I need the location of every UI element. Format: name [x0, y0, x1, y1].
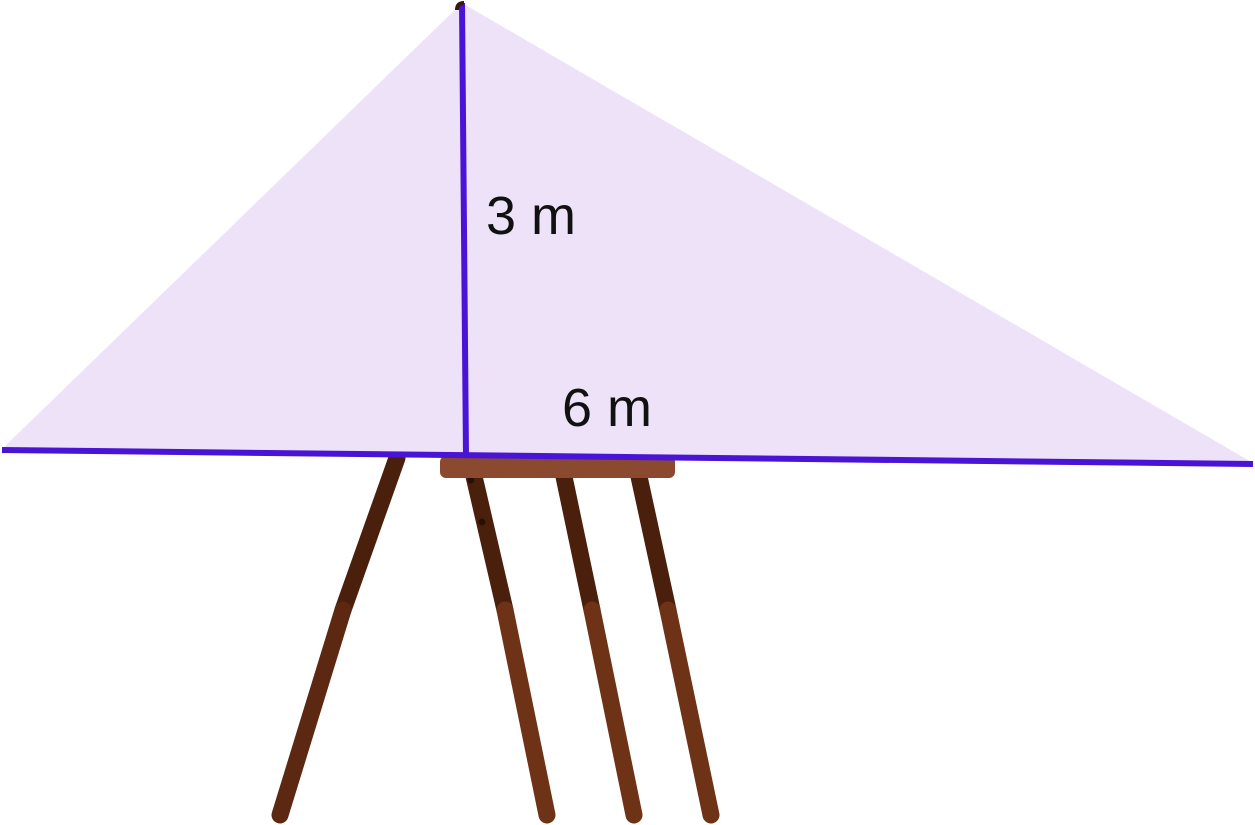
- table-legs: [271, 449, 720, 824]
- height-label: 3 m: [486, 186, 576, 246]
- table-leg-center-right: [554, 463, 643, 824]
- base-label: 6 m: [562, 378, 652, 438]
- apex-marker: [455, 1, 465, 11]
- table-leg-right: [629, 463, 720, 824]
- nail-dot: [478, 518, 486, 526]
- base-line: [1, 447, 1254, 467]
- nail-dot: [467, 476, 475, 484]
- table-leg-center-left: [464, 463, 556, 824]
- height-line: [459, 2, 469, 458]
- shade-triangle: [2, 3, 1253, 463]
- table-top: [440, 456, 675, 478]
- table-leg-left: [271, 449, 406, 824]
